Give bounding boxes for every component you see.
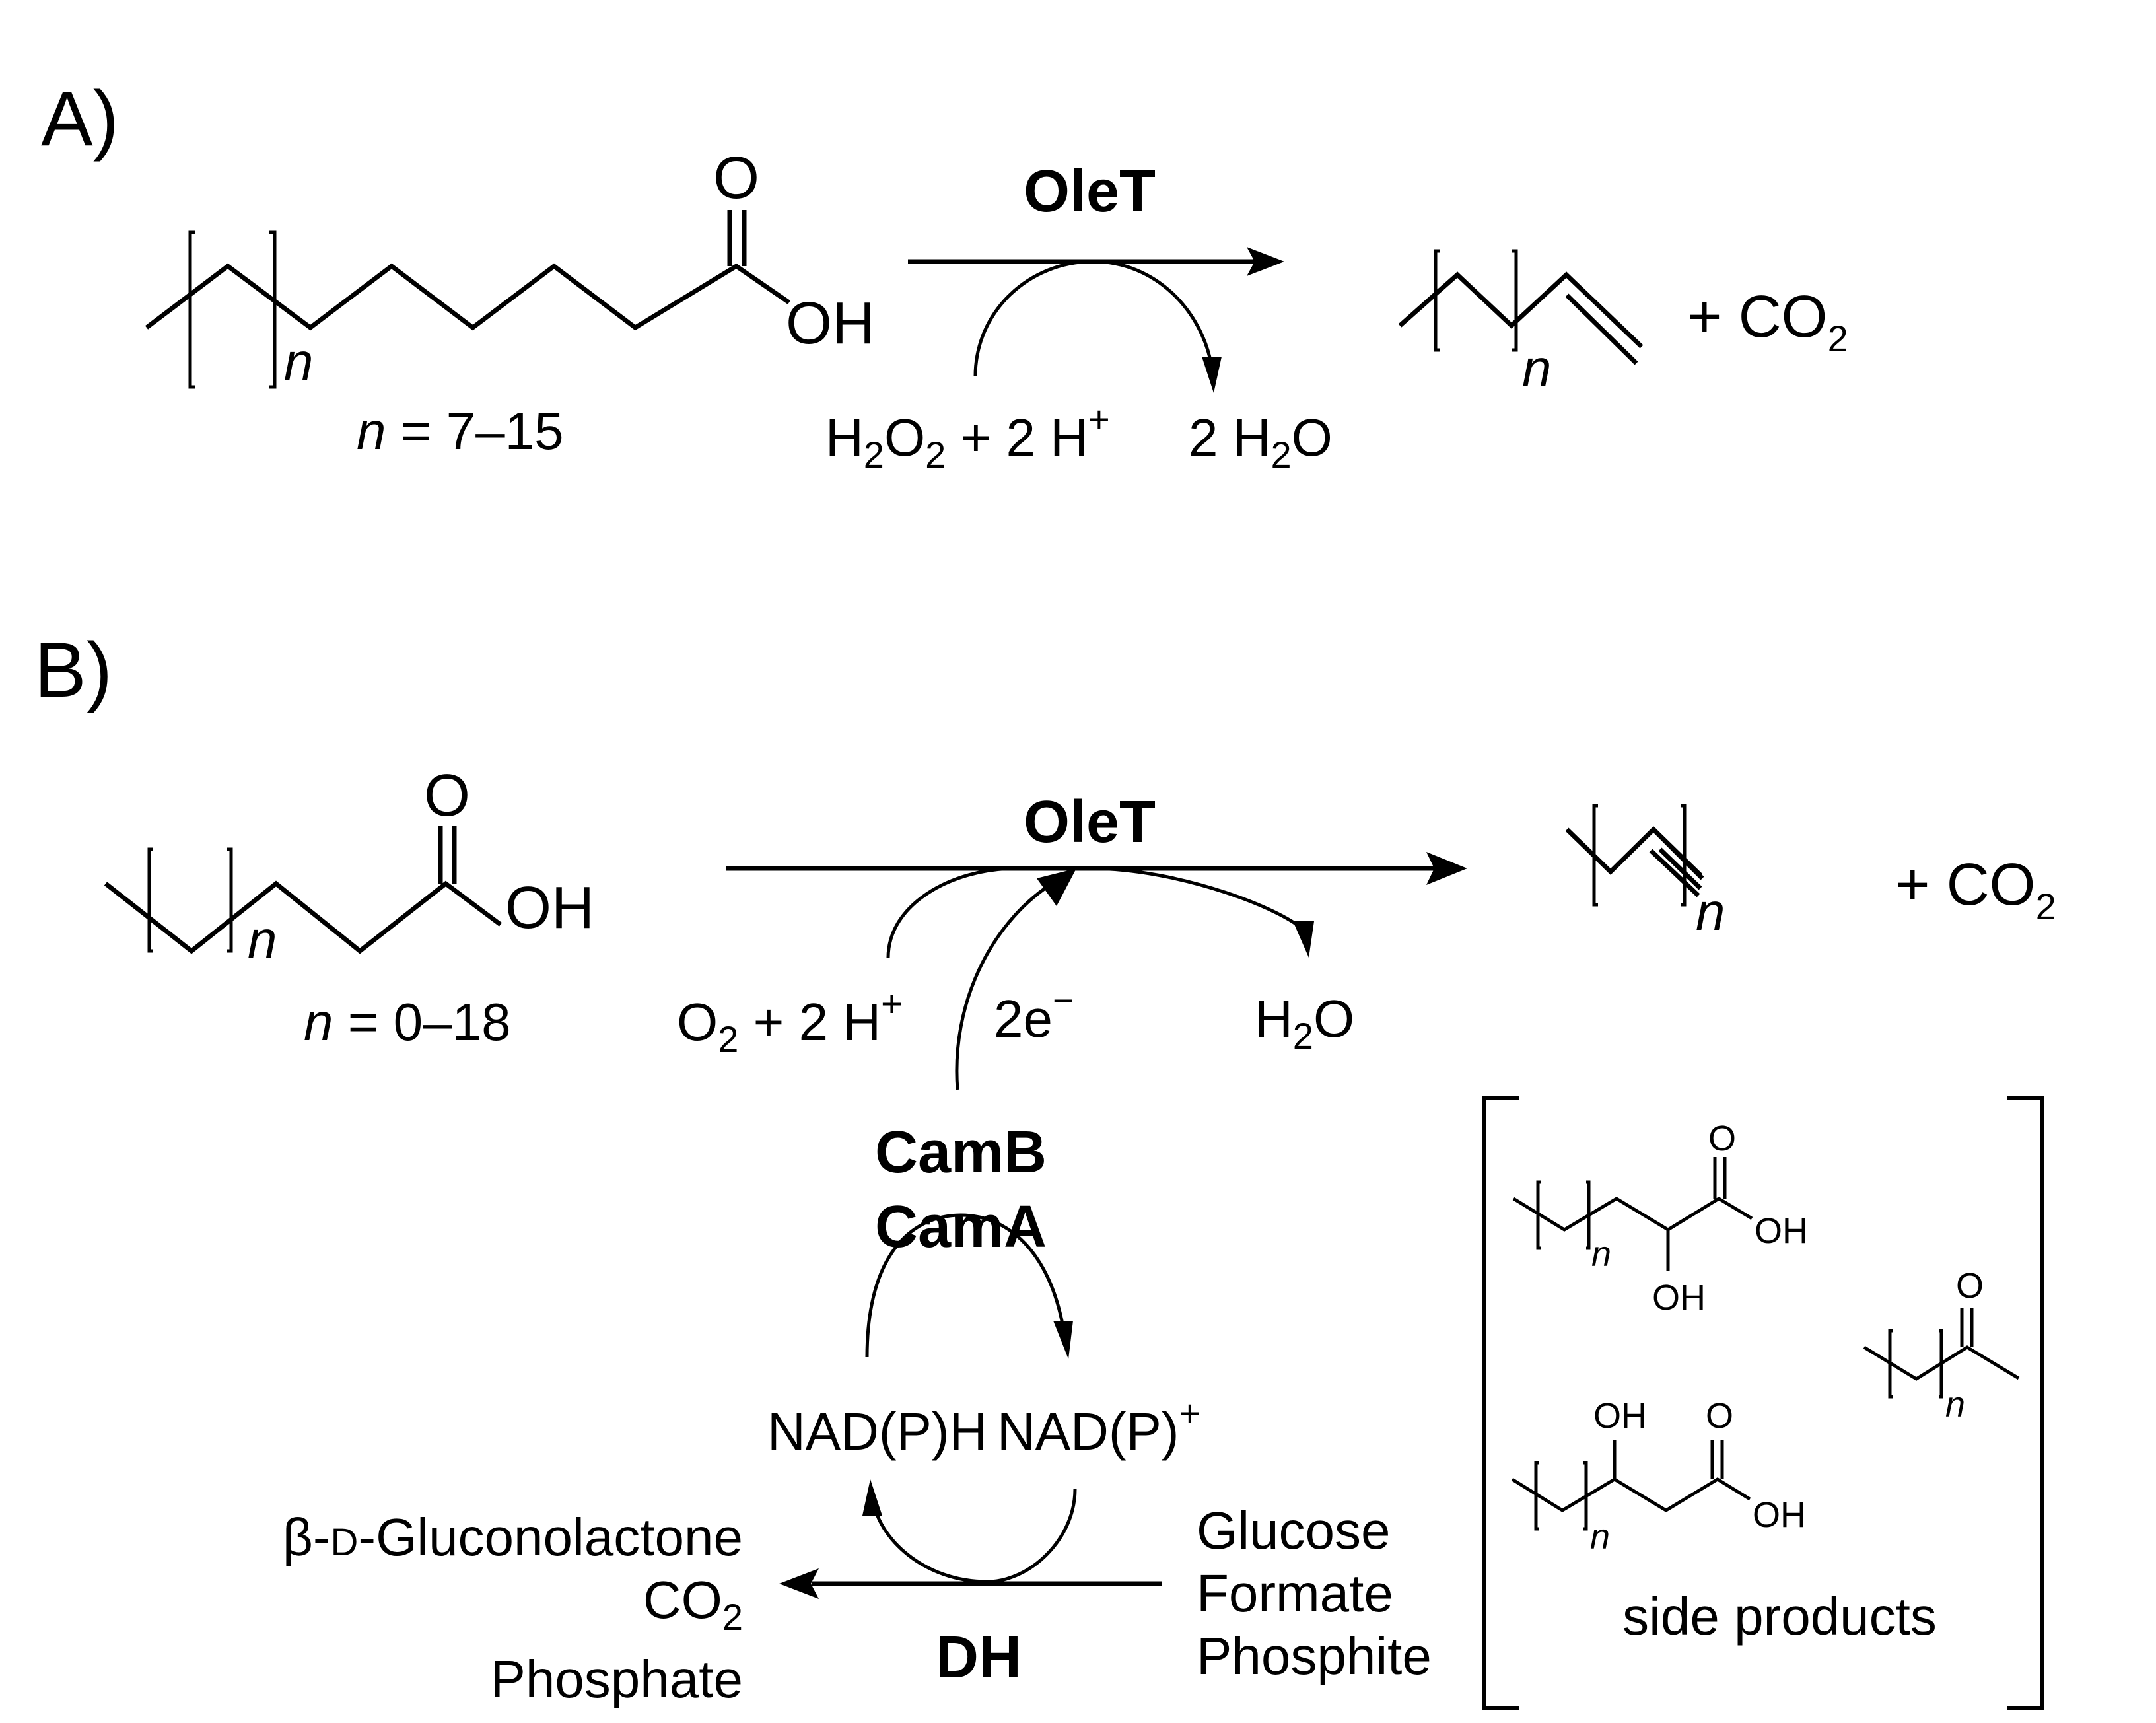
repeat-bracket-right (1583, 1461, 1588, 1531)
repeat-bracket-right (1681, 804, 1687, 907)
panel-b-substrate-fatty-acid: O OH n n = 0–18 (104, 763, 594, 1051)
reduction-curve-arrow (871, 1489, 1077, 1584)
water-curve-arrow (1089, 866, 1305, 932)
repeat-bracket-left (147, 847, 153, 953)
hydroxyl-group: OH (786, 291, 875, 357)
carbonyl-oxygen: O (1706, 1396, 1733, 1436)
oxidation-curve-arrow (865, 1213, 1065, 1358)
side-products-box: O OH OH n OH O OH n (1482, 1096, 2044, 1710)
arrowhead-icon (1293, 921, 1314, 958)
repeat-unit-n: n (248, 910, 277, 969)
carbonyl-oxygen: O (713, 145, 759, 211)
enzyme-olet-a: OleT (1024, 158, 1156, 225)
cofactor-reduced: NAD(P)H (767, 1402, 987, 1461)
repeat-unit-n: n (284, 332, 314, 391)
acid-hydroxyl: OH (1753, 1495, 1806, 1535)
dh-substrate-formate: Formate (1197, 1564, 1393, 1623)
panel-b-product-alkene: n + CO2 (1565, 804, 2056, 941)
repeat-bracket-left (188, 230, 195, 389)
panel-b-label: B) (34, 627, 112, 714)
beta-hydroxy-acid: OH O OH n (1511, 1396, 1806, 1557)
repeat-bracket-left (1434, 249, 1440, 352)
repeat-unit-n: n (1590, 1517, 1610, 1557)
repeat-unit-n: n (1945, 1385, 1965, 1424)
panel-b: B) O OH n n = 0–18 OleT O2 + 2 H (34, 627, 2056, 1710)
redox-partner-enzymes: CamB CamA (875, 1119, 1047, 1260)
electron-curve-arrow (955, 883, 1051, 1090)
dh-product-phosphate: Phosphate (490, 1650, 743, 1708)
repeat-bracket-right (269, 230, 277, 389)
side-products-caption: side products (1622, 1587, 1937, 1646)
alpha-hydroxyl: OH (1652, 1278, 1706, 1318)
panel-b-reaction-arrow: OleT O2 + 2 H+ 2e− H2O (677, 789, 1467, 1090)
alpha-hydroxy-acid: O OH OH n (1512, 1119, 1808, 1318)
alkene-double-bond-2 (1649, 849, 1700, 897)
co2-product-a: + CO2 (1687, 284, 1848, 359)
electrons-label: 2e− (994, 979, 1074, 1048)
repeat-unit-n: n (1522, 339, 1552, 398)
panel-a: A) O OH n n = 7–15 OleT H2O2 + 2 H+ 2 H2… (41, 75, 1848, 475)
cofactor-oxidized: NAD(P)+ (997, 1392, 1200, 1461)
coproduct-water-b: H2O (1255, 989, 1354, 1057)
enzyme-cama: CamA (875, 1194, 1047, 1260)
arrowhead-icon (779, 1568, 819, 1599)
enzyme-dh: DH (936, 1625, 1022, 1691)
cosubstrate-curve-arrow-a (973, 260, 1214, 377)
panel-a-substrate-fatty-acid: O OH n n = 7–15 (145, 145, 875, 460)
hydroxyl-group: OH (505, 875, 594, 941)
arrowhead-icon (1037, 868, 1076, 906)
cofactor-cycle: NAD(P)H NAD(P)+ DH Glucose Formate Phosp… (283, 1213, 1432, 1708)
alkene-double-bond (1565, 293, 1638, 365)
carbonyl-oxygen: O (1956, 1266, 1984, 1306)
carbonyl-oxygen: O (424, 763, 470, 829)
alkene-double-bond (1658, 847, 1702, 890)
arrowhead-icon (1247, 247, 1284, 276)
n-range-b: n = 0–18 (304, 993, 511, 1051)
repeat-unit-n: n (1591, 1234, 1611, 1274)
repeat-bracket-left (1592, 804, 1598, 907)
repeat-bracket-right (227, 847, 233, 953)
co2-product-b: + CO2 (1895, 852, 2056, 927)
repeat-bracket-left (1536, 1180, 1541, 1250)
dh-substrate-phosphite: Phosphite (1197, 1627, 1432, 1685)
repeat-bracket-right (1512, 249, 1518, 352)
beta-hydroxyl: OH (1593, 1396, 1647, 1436)
panel-a-product-alkene: n + CO2 (1398, 249, 1848, 398)
oxygen-curve-arrow (886, 866, 1090, 958)
dh-product-co2: CO2 (643, 1570, 743, 1638)
repeat-unit-n: n (1696, 882, 1725, 941)
arrowhead-icon (1426, 852, 1467, 885)
arrowhead-icon (1202, 357, 1222, 393)
carbon-chain-bond (104, 880, 503, 954)
repeat-bracket-right (1586, 1180, 1591, 1250)
methyl-ketone: O n (1863, 1266, 2020, 1424)
enzyme-olet-b: OleT (1024, 789, 1156, 855)
arrowhead-icon (1053, 1321, 1073, 1359)
cosubstrate-o2: O2 + 2 H+ (677, 983, 903, 1060)
n-range-a: n = 7–15 (357, 402, 564, 460)
dh-substrate-glucose: Glucose (1197, 1501, 1390, 1560)
carbonyl-oxygen: O (1708, 1119, 1736, 1158)
acid-hydroxyl: OH (1755, 1211, 1808, 1251)
coproduct-water-a: 2 H2O (1189, 408, 1333, 475)
arrowhead-icon (862, 1479, 882, 1516)
repeat-bracket-left (1888, 1329, 1893, 1399)
repeat-bracket-left (1534, 1461, 1539, 1531)
repeat-bracket-right (1939, 1329, 1943, 1399)
dh-product-gluconolactone: β-D-Gluconolactone (283, 1508, 743, 1566)
carbon-chain-bond (145, 263, 790, 331)
side-products-bracket-left (1482, 1096, 1519, 1710)
side-products-bracket-right (2007, 1096, 2044, 1710)
alkene-chain-bond (1398, 271, 1644, 349)
cosubstrate-h2o2: H2O2 + 2 H+ (825, 398, 1110, 475)
alkene-terminal-bond (1652, 827, 1704, 880)
panel-a-label: A) (41, 75, 119, 162)
enzyme-camb: CamB (875, 1119, 1047, 1185)
carbon-chain-bond (1511, 1477, 1751, 1512)
panel-a-reaction-arrow: OleT H2O2 + 2 H+ 2 H2O (825, 158, 1333, 475)
carbon-chain-bond (1512, 1197, 1753, 1232)
